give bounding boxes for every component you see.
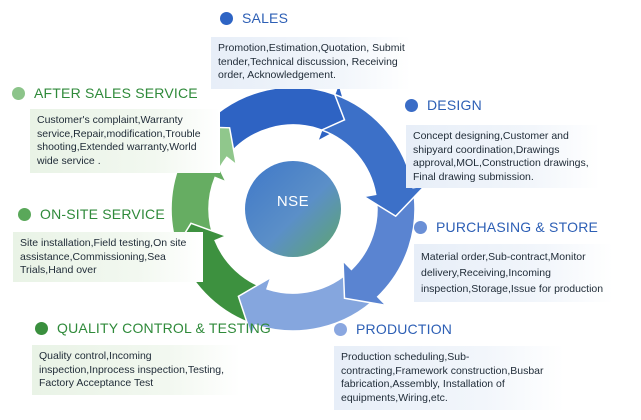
production-description: Production scheduling,Sub-contracting,Fr… <box>334 346 564 410</box>
onsite-description: Site installation,Field testing,On site … <box>13 232 203 282</box>
onsite-bullet-icon <box>18 207 31 221</box>
production-heading: PRODUCTION <box>334 321 452 337</box>
sales-description: Promotion,Estimation,Quotation, Submit t… <box>211 37 411 89</box>
after-sales-title: AFTER SALES SERVICE <box>34 85 198 101</box>
design-description: Concept designing,Customer and shipyard … <box>406 125 600 188</box>
purchasing-bullet-icon <box>414 220 427 234</box>
center-circle <box>245 161 341 257</box>
after-sales-description: Customer's complaint,Warranty service,Re… <box>30 109 220 173</box>
production-title: PRODUCTION <box>356 321 453 337</box>
production-bullet-icon <box>334 322 347 336</box>
onsite-title: ON-SITE SERVICE <box>40 206 165 222</box>
after-sales-heading: AFTER SALES SERVICE <box>12 85 198 101</box>
purchasing-description: Material order,Sub-contract,Monitor deli… <box>414 244 613 302</box>
design-arrow <box>319 93 428 218</box>
production-arrow <box>237 267 380 339</box>
quality-heading: QUALITY CONTROL & TESTING <box>35 320 271 336</box>
quality-bullet-icon <box>35 321 48 335</box>
quality-title: QUALITY CONTROL & TESTING <box>57 320 272 336</box>
after-sales-bullet-icon <box>12 86 25 100</box>
purchasing-heading: PURCHASING & STORE <box>414 219 598 235</box>
design-title: DESIGN <box>427 97 482 113</box>
design-heading: DESIGN <box>405 97 482 113</box>
quality-description: Quality control,Incoming inspection,Inpr… <box>32 345 240 395</box>
sales-heading: SALES <box>220 10 288 26</box>
purchasing-arrow <box>342 186 416 307</box>
purchasing-title: PURCHASING & STORE <box>436 219 599 235</box>
sales-title: SALES <box>242 10 289 26</box>
sales-bullet-icon <box>220 11 233 25</box>
center-label: NSE <box>276 193 310 210</box>
onsite-heading: ON-SITE SERVICE <box>18 206 165 222</box>
design-bullet-icon <box>405 98 418 112</box>
